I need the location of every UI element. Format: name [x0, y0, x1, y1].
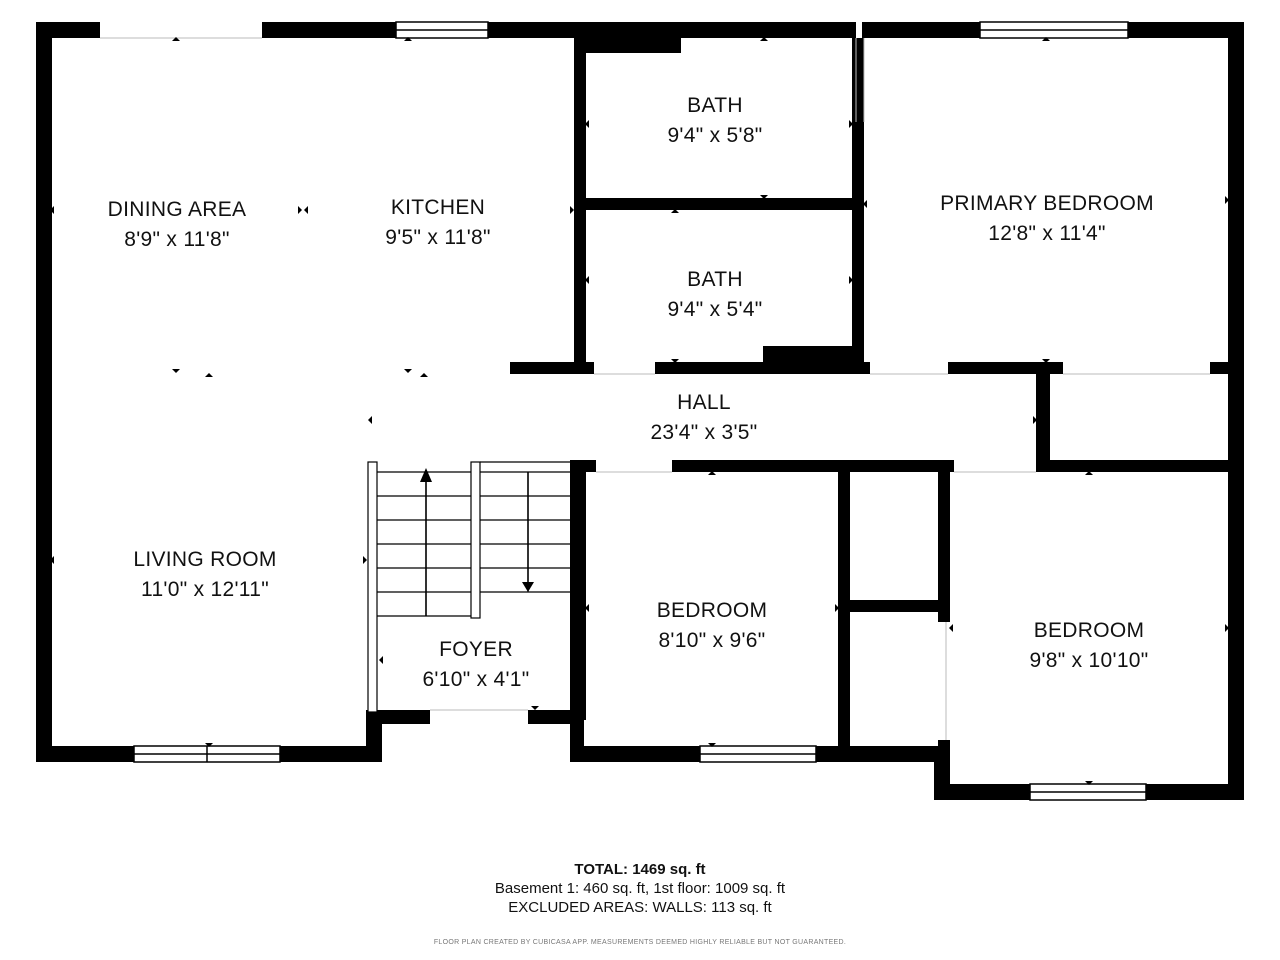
room-dimensions: 8'9" x 11'8" [124, 228, 230, 251]
room-dimensions: 9'4" x 5'8" [667, 124, 763, 147]
room-bath-lower: BATH 9'4" x 5'4" [667, 265, 762, 325]
wall [938, 740, 950, 756]
room-hall: HALL 23'4" x 3'5" [650, 388, 757, 448]
room-name: BATH [687, 94, 743, 117]
wall [584, 198, 854, 210]
wall [1228, 22, 1244, 800]
room-bedroom-right: BEDROOM 9'8" x 10'10" [1029, 616, 1148, 676]
wall [584, 22, 856, 38]
room-dimensions: 23'4" x 3'5" [650, 421, 758, 444]
room-dining-area: DINING AREA 8'9" x 11'8" [108, 195, 247, 255]
floor-areas: Basement 1: 460 sq. ft, 1st floor: 1009 … [494, 880, 786, 897]
excluded-areas: EXCLUDED AREAS: WALLS: 113 sq. ft [508, 899, 772, 916]
stair-rail [470, 461, 481, 619]
room-name: BATH [687, 268, 743, 291]
room-dimensions: 12'8" x 11'4" [988, 222, 1106, 245]
disclaimer: FLOOR PLAN CREATED BY CUBICASA APP. MEAS… [433, 939, 847, 946]
room-name: PRIMARY BEDROOM [940, 192, 1154, 215]
area-summary: TOTAL: 1469 sq. ft Basement 1: 460 sq. f… [0, 860, 1280, 952]
room-dimensions: 6'10" x 4'1" [422, 668, 530, 691]
door-openings [100, 37, 1210, 740]
room-bedroom-center: BEDROOM 8'10" x 9'6" [657, 596, 768, 656]
dimension-markers [50, 37, 1229, 785]
wall [1036, 460, 1244, 472]
room-name: KITCHEN [390, 196, 486, 219]
windows [133, 21, 1147, 801]
room-name: HALL [677, 391, 731, 414]
wall [938, 460, 950, 622]
wall [366, 710, 430, 724]
room-name: BEDROOM [656, 599, 768, 622]
staircase [367, 461, 574, 713]
wall [655, 362, 870, 374]
wall [1210, 362, 1244, 374]
wall [672, 460, 954, 472]
wall [574, 22, 586, 374]
room-kitchen: KITCHEN 9'5" x 11'8" [385, 193, 491, 253]
walls [36, 22, 1244, 800]
room-bath-upper: BATH 9'4" x 5'8" [667, 91, 762, 151]
wall [838, 600, 938, 612]
room-foyer: FOYER 6'10" x 4'1" [422, 635, 529, 695]
room-dimensions: 11'0" x 12'11" [141, 578, 269, 601]
wall [763, 346, 858, 362]
wall [948, 362, 1063, 374]
total-area: TOTAL: 1469 sq. ft [574, 861, 706, 878]
wall [586, 38, 681, 53]
wall [852, 38, 864, 374]
room-primary-bedroom: PRIMARY BEDROOM 12'8" x 11'4" [940, 189, 1154, 249]
room-dimensions: 9'4" x 5'4" [667, 298, 763, 321]
wall [36, 22, 52, 762]
room-name: BEDROOM [1033, 619, 1145, 642]
room-dimensions: 9'5" x 11'8" [385, 226, 491, 249]
room-living-room: LIVING ROOM 11'0" x 12'11" [133, 545, 276, 605]
stair-arrowheads [420, 468, 534, 592]
stair-rail [367, 461, 378, 713]
wall [1036, 362, 1050, 472]
room-dimensions: 8'10" x 9'6" [658, 629, 766, 652]
wall [510, 362, 594, 374]
wall [570, 460, 586, 720]
room-name: LIVING ROOM [133, 548, 277, 571]
room-dimensions: 9'8" x 10'10" [1029, 649, 1149, 672]
room-name: FOYER [439, 638, 513, 661]
room-name: DINING AREA [107, 198, 247, 221]
